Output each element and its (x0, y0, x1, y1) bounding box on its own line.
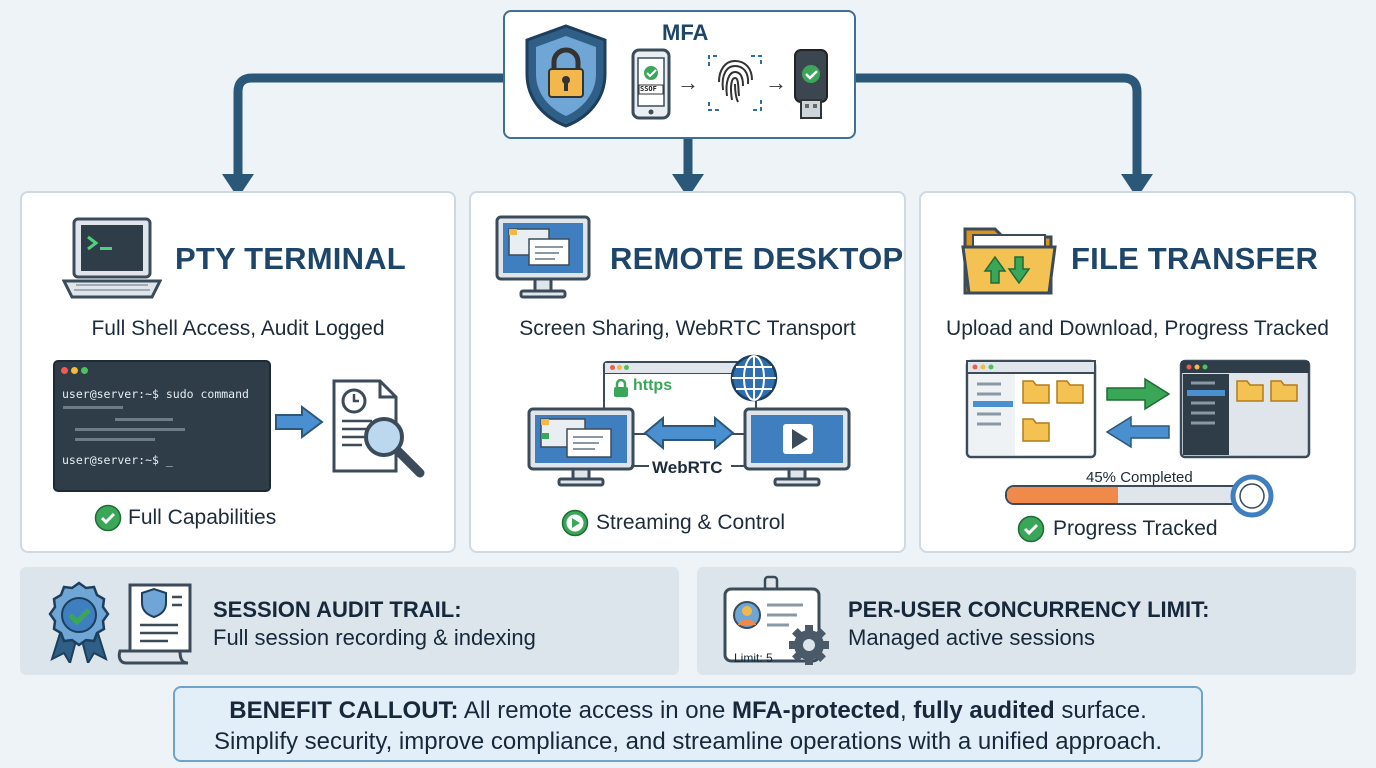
pty-terminal-subtitle: Full Shell Access, Audit Logged (91, 317, 385, 340)
progress-ring-icon (1230, 474, 1274, 518)
mfa-box: MFA SSOF → → (503, 10, 856, 139)
remote-desktop-card: REMOTE DESKTOP Screen Sharing, WebRTC Tr… (469, 191, 906, 553)
arrow-right-icon: → (677, 70, 699, 95)
lock-icon (614, 379, 628, 397)
upload-arrow-icon (1106, 377, 1171, 411)
local-file-browser (965, 359, 1097, 459)
desktop-status-label: Streaming & Control (596, 511, 786, 534)
pty-terminal-title: PTY TERMINAL (175, 241, 406, 276)
webrtc-label: WebRTC (652, 458, 723, 477)
security-key-icon (794, 49, 828, 119)
file-transfer-card: FILE TRANSFER Upload and Download, Progr… (919, 191, 1356, 553)
terminal-prompt-line-2: user@server:~$ _ (62, 453, 173, 467)
benefit-callout-mfa: MFA-protected (732, 697, 901, 724)
terminal-window: user@server:~$ sudo command user@server:… (53, 360, 271, 492)
phone-code-text: SSOF (640, 85, 657, 93)
laptop-terminal-icon (62, 217, 162, 299)
file-status-label: Progress Tracked (1053, 517, 1218, 540)
audit-log-search-icon (332, 379, 425, 478)
fingerprint-icon (708, 55, 762, 111)
session-audit-title: SESSION AUDIT TRAIL: (213, 597, 462, 622)
desktop-monitor-icon (495, 215, 591, 299)
check-circle-icon (1017, 515, 1045, 543)
session-audit-panel: SESSION AUDIT TRAIL: Full session record… (20, 567, 679, 675)
progress-bar-fill (1007, 487, 1118, 503)
arrow-right-icon (275, 405, 324, 439)
session-audit-text: Full session recording & indexing (213, 625, 536, 650)
file-transfer-title: FILE TRANSFER (1071, 241, 1319, 276)
check-circle-icon (94, 504, 122, 532)
id-badge-gear-icon (723, 575, 829, 665)
progress-percent-label: 45% Completed (1086, 469, 1193, 486)
concurrency-limit-panel: Limit: 5 PER-USER CONCURRENCY LIMIT: Man… (697, 567, 1356, 675)
remote-monitor-play-icon (743, 407, 851, 487)
benefit-callout-text-1: All remote access in one (458, 697, 733, 724)
https-label: https (633, 377, 673, 394)
benefit-callout-line-1: BENEFIT CALLOUT: All remote access in on… (175, 695, 1201, 726)
benefit-callout-text-2: , (900, 697, 914, 724)
local-monitor-icon (527, 407, 635, 487)
limit-label: Limit: 5 (734, 651, 773, 665)
mfa-label: MFA (662, 20, 709, 45)
play-circle-icon (561, 509, 589, 537)
phone-check-icon (631, 48, 671, 120)
benefit-callout-line-2: Simplify security, improve compliance, a… (213, 728, 1162, 755)
concurrency-limit-text: Managed active sessions (848, 625, 1096, 650)
terminal-status-label: Full Capabilities (128, 506, 277, 529)
download-arrow-icon (1105, 415, 1170, 449)
remote-desktop-title: REMOTE DESKTOP (610, 241, 904, 276)
progress-bar-track (1005, 485, 1255, 505)
file-transfer-subtitle: Upload and Download, Progress Tracked (946, 317, 1329, 340)
globe-icon (730, 354, 778, 402)
folder-transfer-icon (961, 227, 1057, 295)
concurrency-limit-title: PER-USER CONCURRENCY LIMIT: (848, 597, 1210, 622)
pty-terminal-card: PTY TERMINAL Full Shell Access, Audit Lo… (20, 191, 456, 553)
benefit-callout-text-3: surface. (1054, 697, 1147, 724)
arrow-right-icon: → (765, 70, 787, 95)
award-badge-icon (48, 581, 110, 663)
benefit-callout-lead: BENEFIT CALLOUT: (229, 697, 459, 724)
remote-desktop-subtitle: Screen Sharing, WebRTC Transport (519, 317, 856, 340)
certificate-scroll-icon (117, 583, 192, 665)
benefit-callout: BENEFIT CALLOUT: All remote access in on… (173, 686, 1203, 762)
terminal-prompt-line-1: user@server:~$ sudo command (62, 387, 249, 401)
remote-file-browser (1179, 359, 1311, 459)
bidirectional-arrow-icon (643, 415, 735, 451)
mfa-connector-arrows (222, 73, 1153, 198)
benefit-callout-audited: fully audited (913, 697, 1055, 724)
shield-lock-icon (525, 24, 607, 128)
